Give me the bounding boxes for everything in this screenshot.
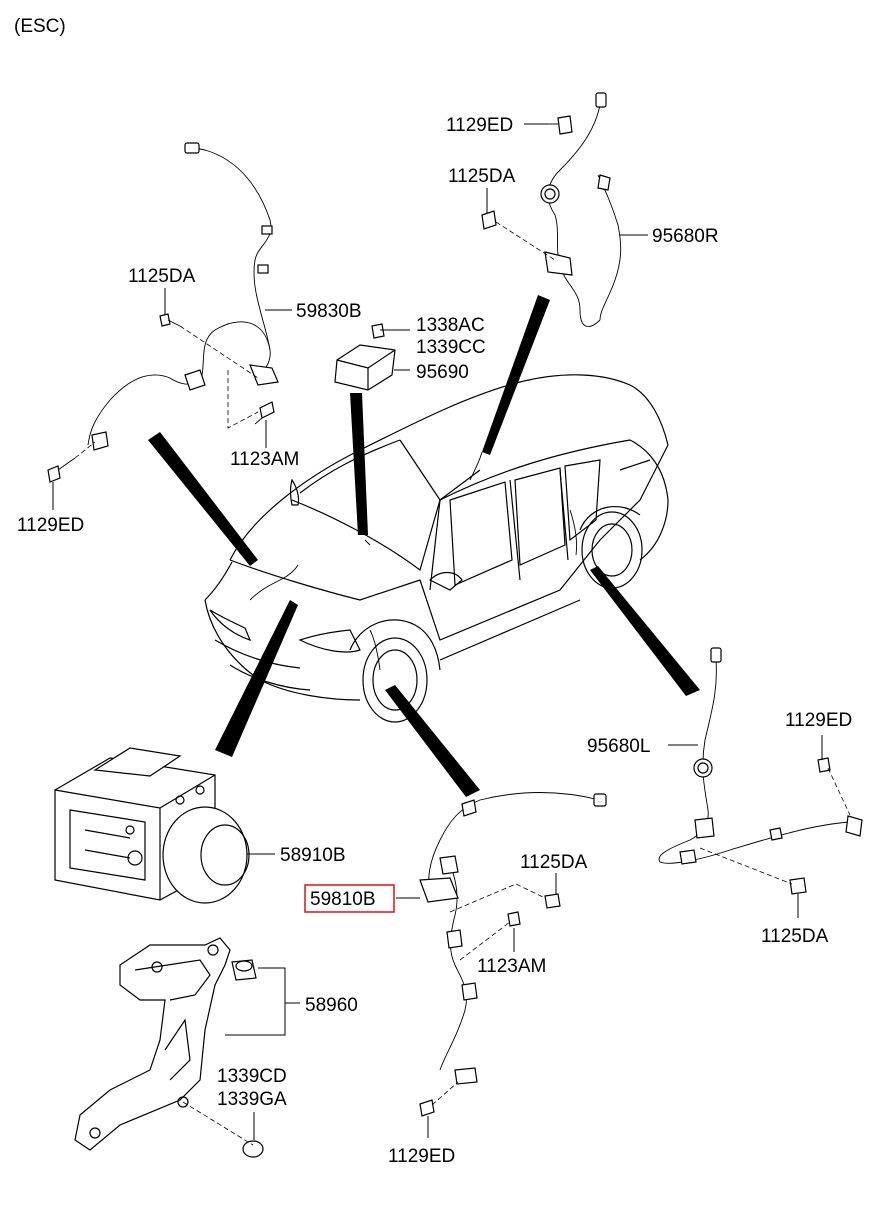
callout-1129ED-right[interactable]: 1129ED — [785, 710, 852, 731]
yaw-sensor — [334, 323, 396, 391]
pointer-front-right — [385, 685, 480, 797]
highlight-box — [304, 884, 395, 913]
callout-95680L[interactable]: 95680L — [587, 736, 650, 757]
pointer-rear-right — [482, 295, 550, 455]
car-body — [204, 374, 669, 723]
rear-right-sensor — [481, 92, 622, 327]
front-left-sensor — [47, 142, 279, 483]
pointer-sensor — [350, 393, 368, 535]
callout-95680R[interactable]: 95680R — [652, 226, 719, 247]
callout-1125DA-top-right[interactable]: 1125DA — [448, 166, 516, 187]
callout-1125DA-top-left[interactable]: 1125DA — [128, 266, 196, 287]
callout-95690[interactable]: 95690 — [416, 362, 469, 383]
hecu-module — [54, 747, 250, 904]
callout-1125DA-mid[interactable]: 1125DA — [520, 852, 588, 873]
leader-lines — [52, 123, 823, 1140]
callout-labels: 1129ED 1125DA 95680R 1125DA 59830B 1338A… — [17, 115, 852, 1167]
variant-label: (ESC) — [14, 16, 66, 37]
pointer-front-left — [148, 432, 258, 566]
pointer-rear-left — [590, 566, 700, 696]
callout-58910B[interactable]: 58910B — [280, 845, 346, 866]
callout-59830B[interactable]: 59830B — [296, 301, 362, 322]
callout-1339CD[interactable]: 1339CD — [217, 1066, 287, 1087]
bracket — [74, 937, 264, 1158]
callout-59810B[interactable]: 59810B — [310, 889, 376, 910]
rear-left-sensor — [658, 647, 863, 895]
pointer-wedges — [148, 295, 700, 797]
callout-1129ED-left[interactable]: 1129ED — [17, 515, 84, 536]
callout-1338AC[interactable]: 1338AC — [416, 315, 485, 336]
callout-1123AM-mid[interactable]: 1123AM — [477, 956, 546, 977]
callout-1123AM-top-left[interactable]: 1123AM — [230, 449, 299, 470]
callout-1125DA-bottom-right[interactable]: 1125DA — [761, 926, 829, 947]
callout-1339GA[interactable]: 1339GA — [217, 1089, 287, 1110]
pointer-hecu — [215, 600, 298, 757]
front-right-sensor — [419, 792, 607, 1117]
callout-1129ED-bottom[interactable]: 1129ED — [388, 1146, 455, 1167]
callout-1129ED-top-right[interactable]: 1129ED — [446, 115, 513, 136]
callout-1339CC[interactable]: 1339CC — [416, 337, 486, 358]
callout-58960[interactable]: 58960 — [305, 995, 358, 1016]
